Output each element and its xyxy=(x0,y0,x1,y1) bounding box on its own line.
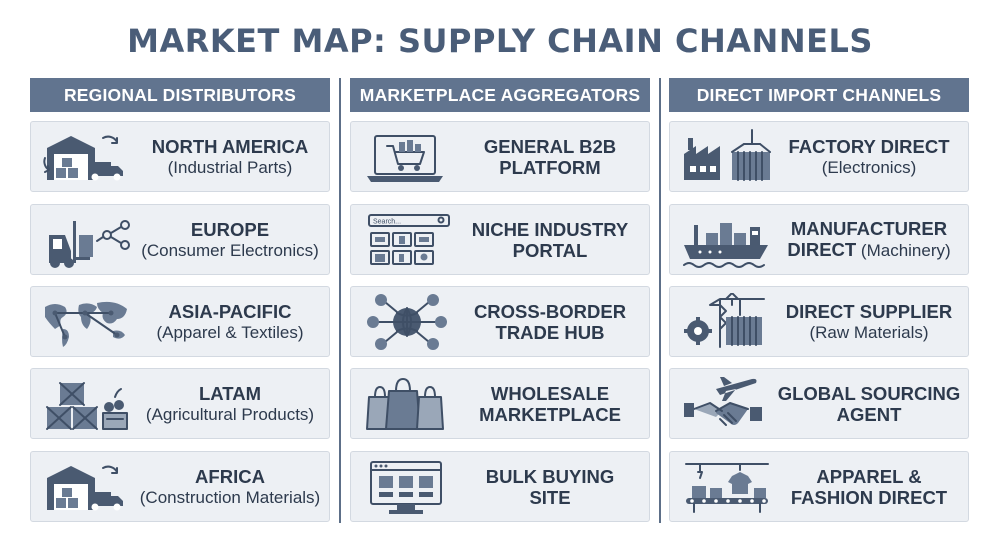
card-title-line2: AGENT xyxy=(836,403,902,425)
card-subtitle: (Agricultural Products) xyxy=(145,404,315,424)
card-subtitle: (Construction Materials) xyxy=(139,487,321,507)
card-asia-pacific[interactable]: ASIA-PACIFIC (Apparel & Textiles) xyxy=(30,286,330,357)
card-title: FACTORY DIRECT xyxy=(788,135,950,157)
card-title-line2: PLATFORM xyxy=(499,156,601,178)
column-divider xyxy=(659,78,661,523)
card-title-line2: DIRECT (Machinery) xyxy=(787,239,950,261)
card-africa[interactable]: AFRICA (Construction Materials) xyxy=(30,451,330,522)
column-marketplace-aggregators: MARKETPLACE AGGREGATORS GENERAL B2B PLAT… xyxy=(350,78,650,522)
globe-network-icon xyxy=(367,294,447,350)
crane-gear-container-icon xyxy=(684,293,765,348)
card-title: DIRECT SUPPLIER xyxy=(785,300,953,322)
plane-handshake-icon xyxy=(684,377,762,426)
card-direct-supplier[interactable]: DIRECT SUPPLIER (Raw Materials) xyxy=(669,286,969,357)
card-subtitle: (Apparel & Textiles) xyxy=(156,322,304,342)
card-wholesale-marketplace[interactable]: WHOLESALE MARKETPLACE xyxy=(350,368,650,439)
card-title-line2: FASHION DIRECT xyxy=(790,486,948,508)
page-title: MARKET MAP: SUPPLY CHAIN CHANNELS xyxy=(127,22,873,60)
card-title: LATAM xyxy=(199,382,261,404)
card-niche-industry-portal[interactable]: Search... NICHE INDUSTRY PORTAL xyxy=(350,204,650,275)
crates-produce-icon xyxy=(46,382,128,430)
card-title-line1: CROSS-BORDER xyxy=(473,300,627,322)
card-manufacturer-direct[interactable]: MANUFACTURER DIRECT (Machinery) xyxy=(669,204,969,275)
factory-container-icon xyxy=(684,129,771,181)
card-subtitle: (Industrial Parts) xyxy=(167,157,293,177)
card-bulk-buying-site[interactable]: BULK BUYING SITE xyxy=(350,451,650,522)
card-subtitle: (Consumer Electronics) xyxy=(141,240,319,260)
card-title: ASIA-PACIFIC xyxy=(168,300,292,322)
column-header: MARKETPLACE AGGREGATORS xyxy=(350,78,650,112)
shopping-bags-icon xyxy=(366,378,444,430)
card-title-line1: WHOLESALE xyxy=(490,382,610,404)
card-title-line1: NICHE INDUSTRY xyxy=(471,218,629,240)
card-title-line1: GLOBAL SOURCING xyxy=(777,382,961,404)
card-title-line2: PORTAL xyxy=(512,239,588,261)
card-global-sourcing-agent[interactable]: GLOBAL SOURCING AGENT xyxy=(669,368,969,439)
card-title-line1: GENERAL B2B xyxy=(483,135,617,157)
card-title-line2: SITE xyxy=(529,486,571,508)
monitor-store-icon xyxy=(370,461,442,514)
card-apparel-fashion-direct[interactable]: APPAREL & FASHION DIRECT xyxy=(669,451,969,522)
card-title: MANUFACTURER xyxy=(790,218,948,239)
column-divider xyxy=(339,78,341,523)
card-title-line2: MARKETPLACE xyxy=(479,403,621,425)
card-subtitle: (Electronics) xyxy=(821,157,917,177)
card-title: AFRICA xyxy=(195,465,265,487)
world-map-network-icon xyxy=(45,301,127,347)
card-general-b2b-platform[interactable]: GENERAL B2B PLATFORM xyxy=(350,121,650,192)
card-cross-border-trade-hub[interactable]: CROSS-BORDER TRADE HUB xyxy=(350,286,650,357)
warehouse-truck-icon xyxy=(47,465,123,511)
card-title-line1: BULK BUYING xyxy=(485,465,615,487)
card-title-line1: APPAREL & xyxy=(816,465,922,487)
cargo-ship-icon xyxy=(683,223,768,268)
laptop-cart-icon xyxy=(367,135,443,182)
forklift-network-icon xyxy=(49,220,130,268)
card-title: NORTH AMERICA xyxy=(151,135,309,157)
card-title-line2: TRADE HUB xyxy=(495,321,605,343)
conveyor-apparel-icon xyxy=(685,463,769,513)
card-north-america[interactable]: NORTH AMERICA (Industrial Parts) xyxy=(30,121,330,192)
card-subtitle: (Machinery) xyxy=(856,241,951,260)
search-placeholder: Search... xyxy=(373,219,401,226)
warehouse-truck-icon xyxy=(43,135,123,181)
search-product-grid-icon: Search... xyxy=(368,214,450,265)
card-title-direct: DIRECT xyxy=(787,239,857,260)
column-header: DIRECT IMPORT CHANNELS xyxy=(669,78,969,112)
column-direct-import-channels: DIRECT IMPORT CHANNELS FACTORY DIRECT (E… xyxy=(669,78,969,522)
column-regional-distributors: REGIONAL DISTRIBUTORS NORTH AMERICA (Ind… xyxy=(30,78,330,522)
card-subtitle: (Raw Materials) xyxy=(809,322,929,342)
card-europe[interactable]: EUROPE (Consumer Electronics) xyxy=(30,204,330,275)
card-title: EUROPE xyxy=(190,218,270,240)
card-latam[interactable]: LATAM (Agricultural Products) xyxy=(30,368,330,439)
card-factory-direct[interactable]: FACTORY DIRECT (Electronics) xyxy=(669,121,969,192)
column-header: REGIONAL DISTRIBUTORS xyxy=(30,78,330,112)
